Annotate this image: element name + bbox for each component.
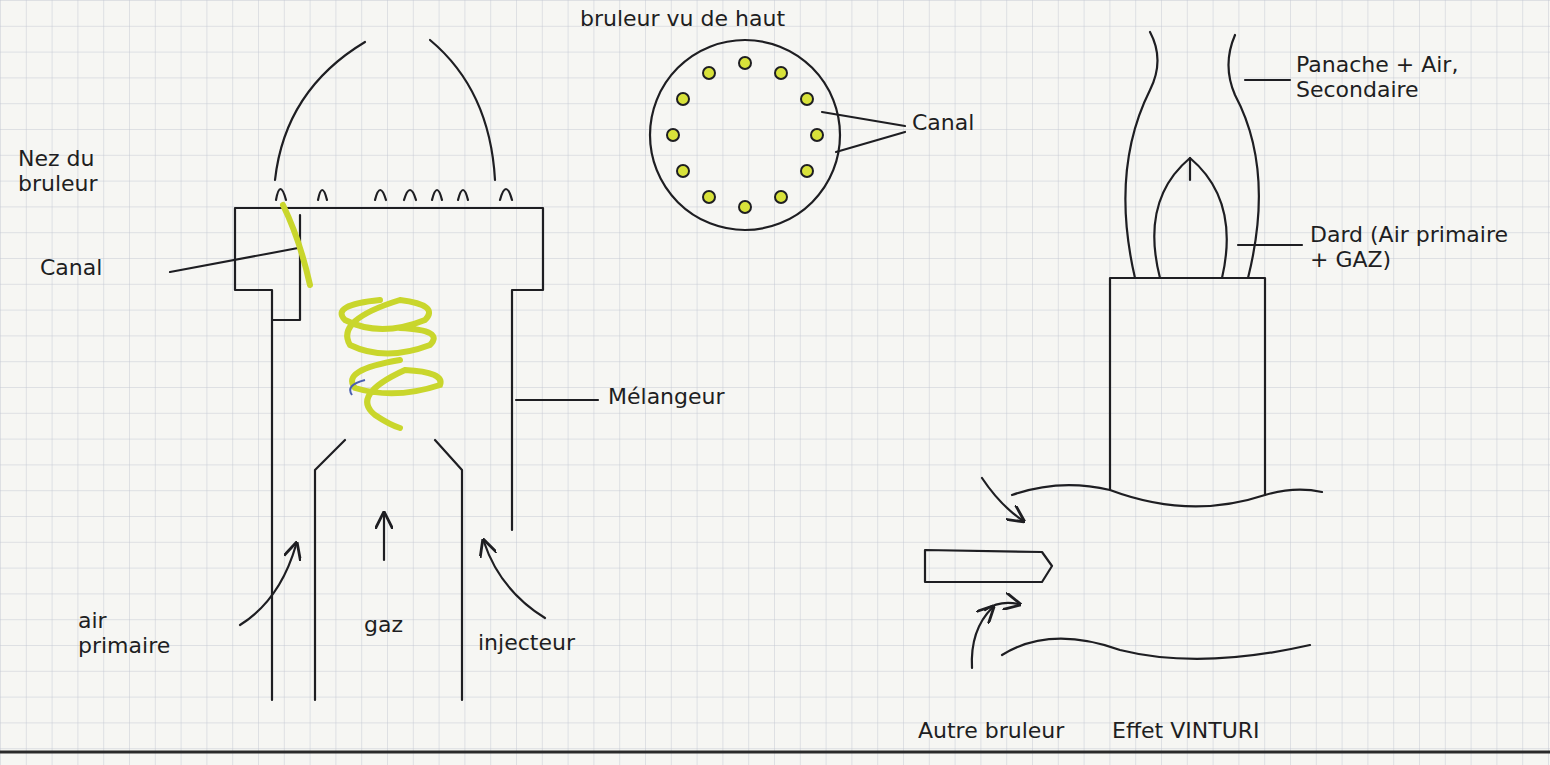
leader-line	[1238, 244, 1302, 246]
injector-nozzle	[925, 550, 1052, 582]
burner-hole	[801, 93, 813, 105]
burner-hole	[677, 93, 689, 105]
burner-hole	[739, 57, 751, 69]
burner-hole	[801, 165, 813, 177]
note-label: Effet VINTURI	[1112, 718, 1260, 743]
small-flame	[375, 190, 386, 200]
burner-top-view	[650, 40, 840, 230]
inner-cone-flame	[1154, 158, 1226, 278]
inner-cone-tip	[1189, 158, 1191, 180]
page-edge	[0, 751, 1550, 754]
air-arrow	[484, 542, 545, 618]
small-flame	[458, 190, 468, 200]
part-label: Autre bruleur	[918, 718, 1064, 743]
leader-line	[170, 248, 298, 272]
small-flame	[500, 189, 512, 200]
canal-highlight	[283, 205, 310, 285]
air-arrow	[972, 608, 992, 668]
outer-flame	[1229, 35, 1259, 278]
burner-hole	[677, 165, 689, 177]
mixer-spiral	[342, 300, 434, 354]
flow-label: gaz	[364, 612, 403, 637]
view-title: bruleur vu de haut	[580, 6, 785, 31]
mixer-spiral-edge	[350, 380, 365, 395]
burner-hole	[775, 191, 787, 203]
leader-line	[516, 399, 598, 401]
burner-hole	[703, 191, 715, 203]
part-label: Panache + Air, Secondaire	[1296, 52, 1526, 103]
air-arrow	[240, 545, 296, 625]
injector-wall	[435, 440, 462, 700]
outer-flame	[1125, 32, 1157, 278]
small-flame	[404, 190, 416, 200]
injector-wall	[315, 440, 345, 700]
leader-line	[1245, 79, 1290, 81]
flame-outline	[275, 42, 365, 180]
part-label: Dard (Air primaire + GAZ)	[1310, 222, 1530, 273]
burner-hole	[703, 67, 715, 79]
small-flame	[276, 189, 286, 200]
burner-hole	[811, 129, 823, 141]
part-label: Canal	[40, 255, 102, 280]
air-arrow	[982, 478, 1022, 520]
part-label: Mélangeur	[608, 384, 725, 409]
part-label: Nez du bruleur	[18, 146, 138, 197]
burner-body	[235, 208, 543, 700]
air-stream	[1012, 485, 1322, 506]
burner-hole	[667, 129, 679, 141]
flow-label: air primaire	[78, 608, 188, 659]
burner-body	[1110, 278, 1265, 495]
small-flame	[432, 190, 442, 200]
air-stream	[1002, 639, 1310, 659]
burner-hole	[775, 67, 787, 79]
flame-outline	[430, 40, 495, 180]
burner-hole	[739, 201, 751, 213]
leader-line	[836, 132, 905, 152]
leader-line	[822, 112, 905, 126]
part-label: injecteur	[478, 630, 575, 655]
gas-arrow	[383, 515, 385, 560]
small-flame	[318, 190, 327, 200]
mixer-spiral	[352, 360, 441, 428]
part-label: Canal	[912, 110, 974, 135]
